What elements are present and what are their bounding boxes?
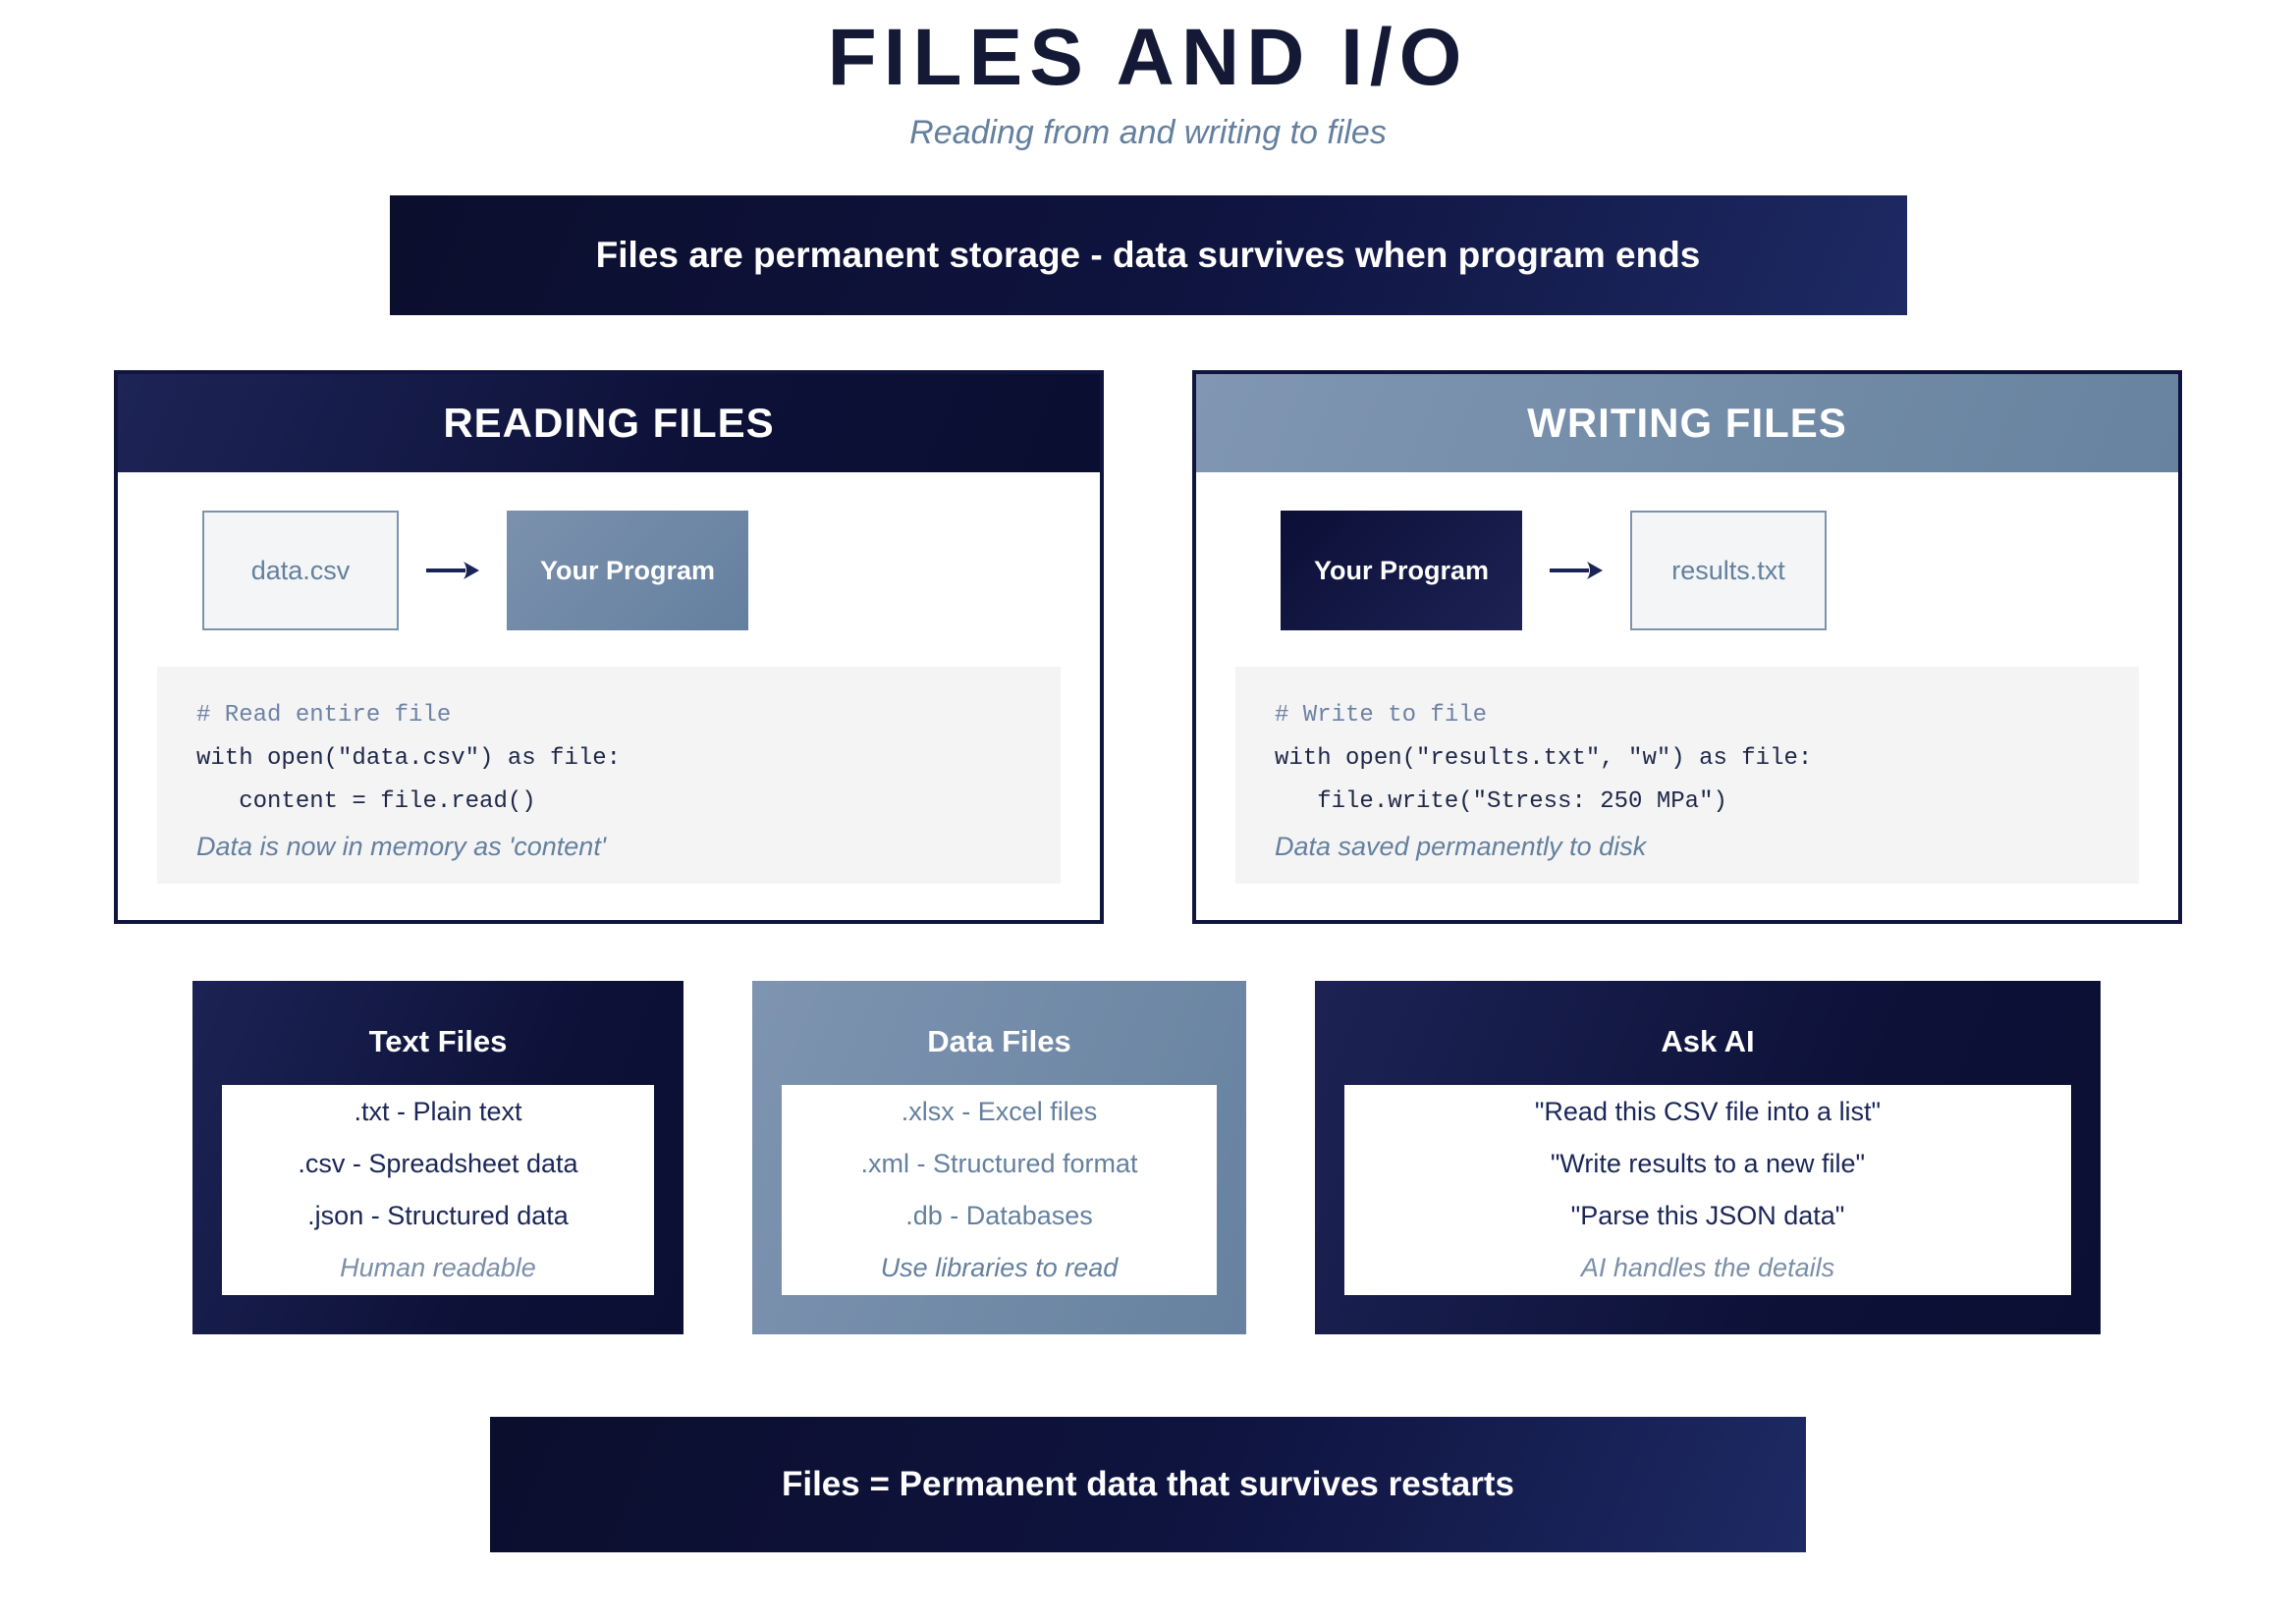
ask-ai-card: Ask AI "Read this CSV file into a list" … [1315, 981, 2101, 1334]
writing-flow: Your Program results.txt [1281, 511, 2139, 630]
reading-files-header: READING FILES [118, 374, 1100, 472]
panels-row: READING FILES data.csv Your Program [114, 370, 2182, 924]
page-title: FILES AND I/O [827, 13, 1469, 102]
writing-files-panel: WRITING FILES Your Program results.txt [1192, 370, 2182, 924]
code-line: content = file.read() [196, 788, 536, 815]
code-note: Data is now in memory as 'content' [196, 832, 606, 861]
your-program-box-reading: Your Program [507, 511, 748, 630]
list-item: .xlsx - Excel files [901, 1097, 1098, 1126]
cards-row: Text Files .txt - Plain text .csv - Spre… [192, 981, 2104, 1334]
code-comment: # Read entire file [196, 702, 452, 729]
arrow-right-icon [1550, 562, 1603, 579]
bottom-banner-text: Files = Permanent data that survives res… [781, 1465, 1515, 1503]
data-csv-label: data.csv [250, 555, 351, 585]
ask-ai-list: "Read this CSV file into a list" "Write … [1344, 1085, 2071, 1295]
top-banner-text: Files are permanent storage - data survi… [595, 235, 1701, 275]
your-program-label: Your Program [1313, 555, 1490, 585]
your-program-box-writing: Your Program [1281, 511, 1522, 630]
list-item: .db - Databases [905, 1201, 1093, 1230]
arrow-right-icon [426, 562, 479, 579]
list-item: .xml - Structured format [860, 1149, 1138, 1178]
reading-code-block: # Read entire file with open("data.csv")… [157, 667, 1061, 884]
your-program-label: Your Program [539, 555, 716, 585]
data-csv-file-box: data.csv [202, 511, 399, 630]
list-item: "Parse this JSON data" [1570, 1201, 1845, 1230]
reading-files-body: data.csv Your Program # Read entire file… [118, 472, 1100, 920]
data-files-list: .xlsx - Excel files .xml - Structured fo… [782, 1085, 1217, 1295]
card-note: Human readable [340, 1253, 536, 1282]
text-files-title: Text Files [368, 1024, 508, 1058]
reading-flow: data.csv Your Program [202, 511, 1061, 630]
top-banner: Files are permanent storage - data survi… [389, 195, 1907, 315]
code-line: with open("data.csv") as file: [196, 745, 622, 772]
ask-ai-title: Ask AI [1661, 1024, 1755, 1058]
list-item: .txt - Plain text [354, 1097, 522, 1126]
writing-files-title: WRITING FILES [1527, 400, 1847, 446]
data-files-card: Data Files .xlsx - Excel files .xml - St… [752, 981, 1246, 1334]
list-item: .csv - Spreadsheet data [298, 1149, 578, 1178]
results-txt-label: results.txt [1671, 555, 1785, 585]
code-comment: # Write to file [1275, 702, 1488, 729]
list-item: .json - Structured data [307, 1201, 569, 1230]
list-item: "Read this CSV file into a list" [1534, 1097, 1882, 1126]
text-files-list: .txt - Plain text .csv - Spreadsheet dat… [222, 1085, 654, 1295]
data-files-title: Data Files [927, 1024, 1071, 1058]
text-files-card: Text Files .txt - Plain text .csv - Spre… [192, 981, 683, 1334]
code-line: file.write("Stress: 250 MPa") [1275, 788, 1727, 815]
bottom-banner: Files = Permanent data that survives res… [490, 1417, 1806, 1552]
card-note: Use libraries to read [880, 1253, 1119, 1282]
reading-files-title: READING FILES [443, 400, 775, 446]
card-note: AI handles the details [1580, 1253, 1835, 1282]
writing-files-header: WRITING FILES [1196, 374, 2178, 472]
writing-code-block: # Write to file with open("results.txt",… [1235, 667, 2139, 884]
page-subtitle: Reading from and writing to files [909, 114, 1387, 151]
code-note: Data saved permanently to disk [1275, 832, 1647, 861]
results-txt-file-box: results.txt [1630, 511, 1827, 630]
writing-files-body: Your Program results.txt # Write to file… [1196, 472, 2178, 920]
list-item: "Write results to a new file" [1550, 1149, 1866, 1178]
code-line: with open("results.txt", "w") as file: [1275, 745, 1813, 772]
reading-files-panel: READING FILES data.csv Your Program [114, 370, 1104, 924]
